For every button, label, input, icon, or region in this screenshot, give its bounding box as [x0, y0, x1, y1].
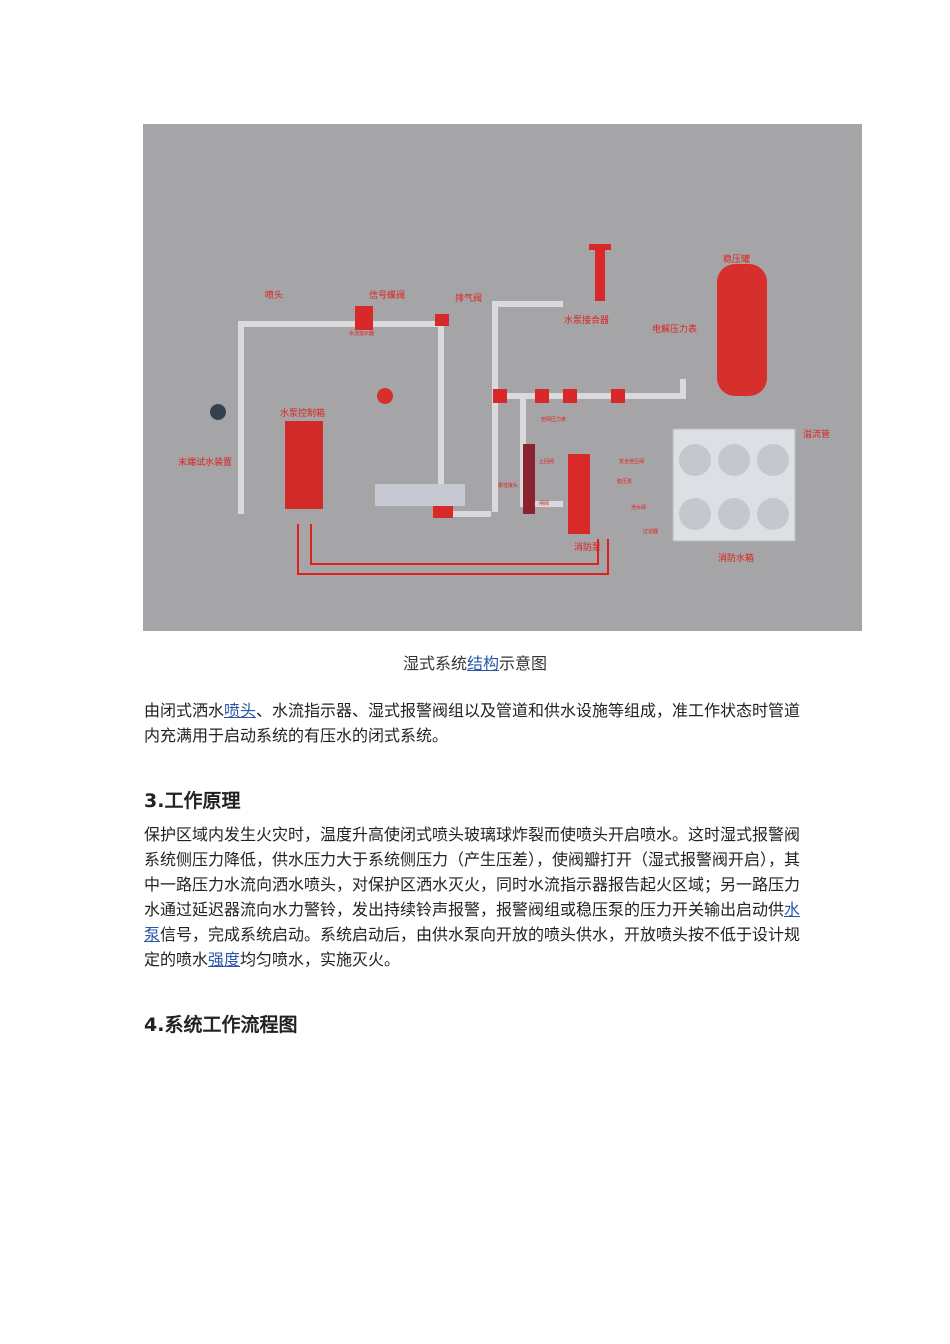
link-intensity[interactable]: 强度	[208, 950, 241, 969]
fittings	[355, 244, 625, 518]
wet-system-diagram: 喷头 信号蝶阀 水流指示器 排气阀 水泵接合器 稳压罐 电解压力表 溢流管 末端…	[143, 124, 862, 631]
label-pump-adapter: 水泵接合器	[564, 316, 610, 326]
label-flow-indicator: 水流指示器	[349, 331, 375, 337]
label-overflow: 溢流管	[803, 430, 831, 440]
alarm-bell	[377, 388, 393, 404]
end-gauge	[210, 404, 226, 420]
principle-text-3: 均匀喷水，实施灭火。	[240, 950, 401, 969]
label-flex-joint: 柔性接头	[498, 483, 519, 489]
caption-link-structure[interactable]: 结构	[466, 654, 499, 673]
label-sprinkler: 喷头	[265, 291, 284, 301]
caption-text: 湿式系统	[402, 654, 467, 673]
water-tank	[672, 428, 796, 542]
alarm-valve-base	[375, 484, 465, 506]
principle-text-2: 信号，完成系统启动。系统启动后，由供水泵向开放的喷头供水，开放喷头按不低于设计规…	[144, 925, 801, 969]
link-water-pump[interactable]: 水泵	[144, 900, 801, 944]
section-heading-flowchart: 4.系统工作流程图	[144, 1014, 298, 1036]
intro-text-end: 、水流指示器、湿式报警阀组以及管道和供水设施等组成，准工作状态时管道内充满用于启…	[144, 701, 801, 745]
intro-paragraph: 由闭式洒水喷头、水流指示器、湿式报警阀组以及管道和供水设施等组成，准工作状态时管…	[144, 698, 802, 748]
principle-text-1: 保护区域内发生火灾时，温度升高使闭式喷头玻璃球炸裂而使喷头开启喷水。这时湿式报警…	[144, 825, 801, 919]
label-end-test: 末端试水装置	[178, 458, 233, 468]
control-box	[285, 421, 323, 509]
label-water-tank: 消防水箱	[718, 554, 755, 564]
label-gauge: 电解压力表	[652, 325, 698, 335]
caption-text-end: 示意图	[499, 654, 548, 673]
intro-text: 由闭式洒水	[144, 701, 225, 720]
link-sprinkler[interactable]: 喷头	[224, 701, 257, 720]
label-stabilizer-pump: 稳压泵	[617, 479, 633, 485]
label-drain-valve: 泄水阀	[631, 505, 647, 511]
label-gate-valve: 闸阀	[539, 501, 550, 507]
signal-wiring	[297, 524, 609, 575]
label-pressure-tank: 稳压罐	[723, 255, 751, 265]
label-exhaust-valve: 排气阀	[455, 294, 483, 304]
label-control-box: 水泵控制箱	[280, 409, 326, 419]
label-filter: 过滤器	[643, 529, 659, 535]
label-check-valve: 止回阀	[539, 459, 555, 465]
label-pipe-gauge: 管网压力表	[541, 417, 567, 423]
fire-pump-body	[568, 454, 590, 534]
label-signal-valve: 信号蝶阀	[369, 291, 406, 301]
diagram-drawing	[210, 244, 796, 575]
working-principle-paragraph: 保护区域内发生火灾时，温度升高使闭式喷头玻璃球炸裂而使喷头开启喷水。这时湿式报警…	[144, 822, 802, 972]
label-fire-pump: 消防泵	[574, 543, 602, 553]
check-valve-stack	[523, 444, 535, 514]
pressure-tank	[717, 264, 767, 396]
figure-caption: 湿式系统结构示意图	[0, 650, 950, 674]
section-heading-working-principle: 3.工作原理	[144, 790, 241, 812]
label-safety-valve: 安全泄压阀	[619, 459, 645, 465]
